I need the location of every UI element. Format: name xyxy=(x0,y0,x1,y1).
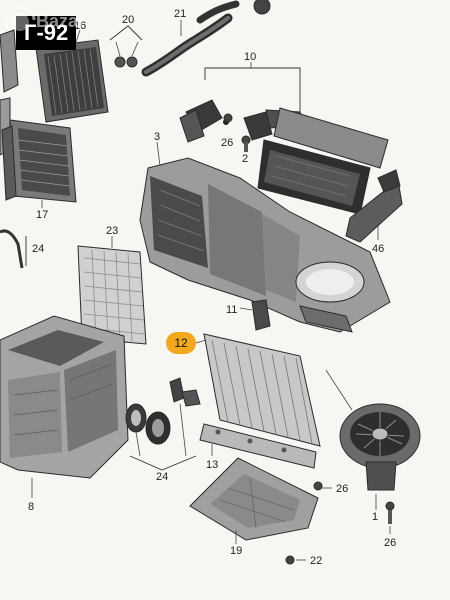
callout-13: 13 xyxy=(206,459,218,471)
screws xyxy=(223,113,395,565)
callout-20: 20 xyxy=(122,14,134,26)
highlighted-callout-12: 12 xyxy=(166,332,196,354)
part-23-filter xyxy=(77,236,147,345)
bazar-watermark: Bazar xyxy=(5,6,85,31)
callout-23: 23 xyxy=(106,225,118,237)
part-12-pollen-filter xyxy=(195,333,321,447)
callout-10: 10 xyxy=(244,51,256,63)
callout-26-bottom: 26 xyxy=(384,537,396,549)
callout-17: 17 xyxy=(36,209,48,221)
part-3-main-housing xyxy=(139,141,391,333)
callout-26-top: 26 xyxy=(221,137,233,149)
part-46-bracket xyxy=(345,169,403,243)
watermark-text: Bazar xyxy=(36,11,85,31)
callout-1: 1 xyxy=(372,511,378,523)
part-13-frame xyxy=(199,423,317,469)
part-21-hose xyxy=(141,0,271,77)
part-1-blower-motor xyxy=(325,369,421,510)
part-20-clips xyxy=(109,25,143,68)
part-16-heater-core xyxy=(35,29,109,123)
callout-2: 2 xyxy=(242,153,248,165)
part-11-clip xyxy=(239,299,271,331)
callout-26-right: 26 xyxy=(336,483,348,495)
callout-46: 46 xyxy=(372,243,384,255)
callout-labels: 16 20 21 10 3 26 2 17 23 24 46 11 13 24 … xyxy=(28,8,396,567)
callout-8: 8 xyxy=(28,501,34,513)
watermark-logo-icon xyxy=(11,13,29,31)
partial-part-top-left xyxy=(0,29,19,156)
callout-24-left: 24 xyxy=(32,243,44,255)
callout-24-bottom: 24 xyxy=(156,471,168,483)
callout-12-label: 12 xyxy=(174,336,188,350)
listing-code-tag: Г-92 xyxy=(16,16,77,50)
part-24-left-pipe xyxy=(0,229,27,269)
callout-16: 16 xyxy=(74,20,86,32)
part-24-seals xyxy=(125,377,201,471)
callout-3: 3 xyxy=(154,131,160,143)
part-8-lower-housing xyxy=(0,315,129,498)
part-flap-housing xyxy=(257,107,389,215)
callout-19: 19 xyxy=(230,545,242,557)
part-19-cover xyxy=(189,457,319,544)
callout-22: 22 xyxy=(310,555,322,567)
callout-11: 11 xyxy=(226,304,237,316)
part-17-evaporator xyxy=(1,119,77,208)
callout-21: 21 xyxy=(174,8,186,20)
